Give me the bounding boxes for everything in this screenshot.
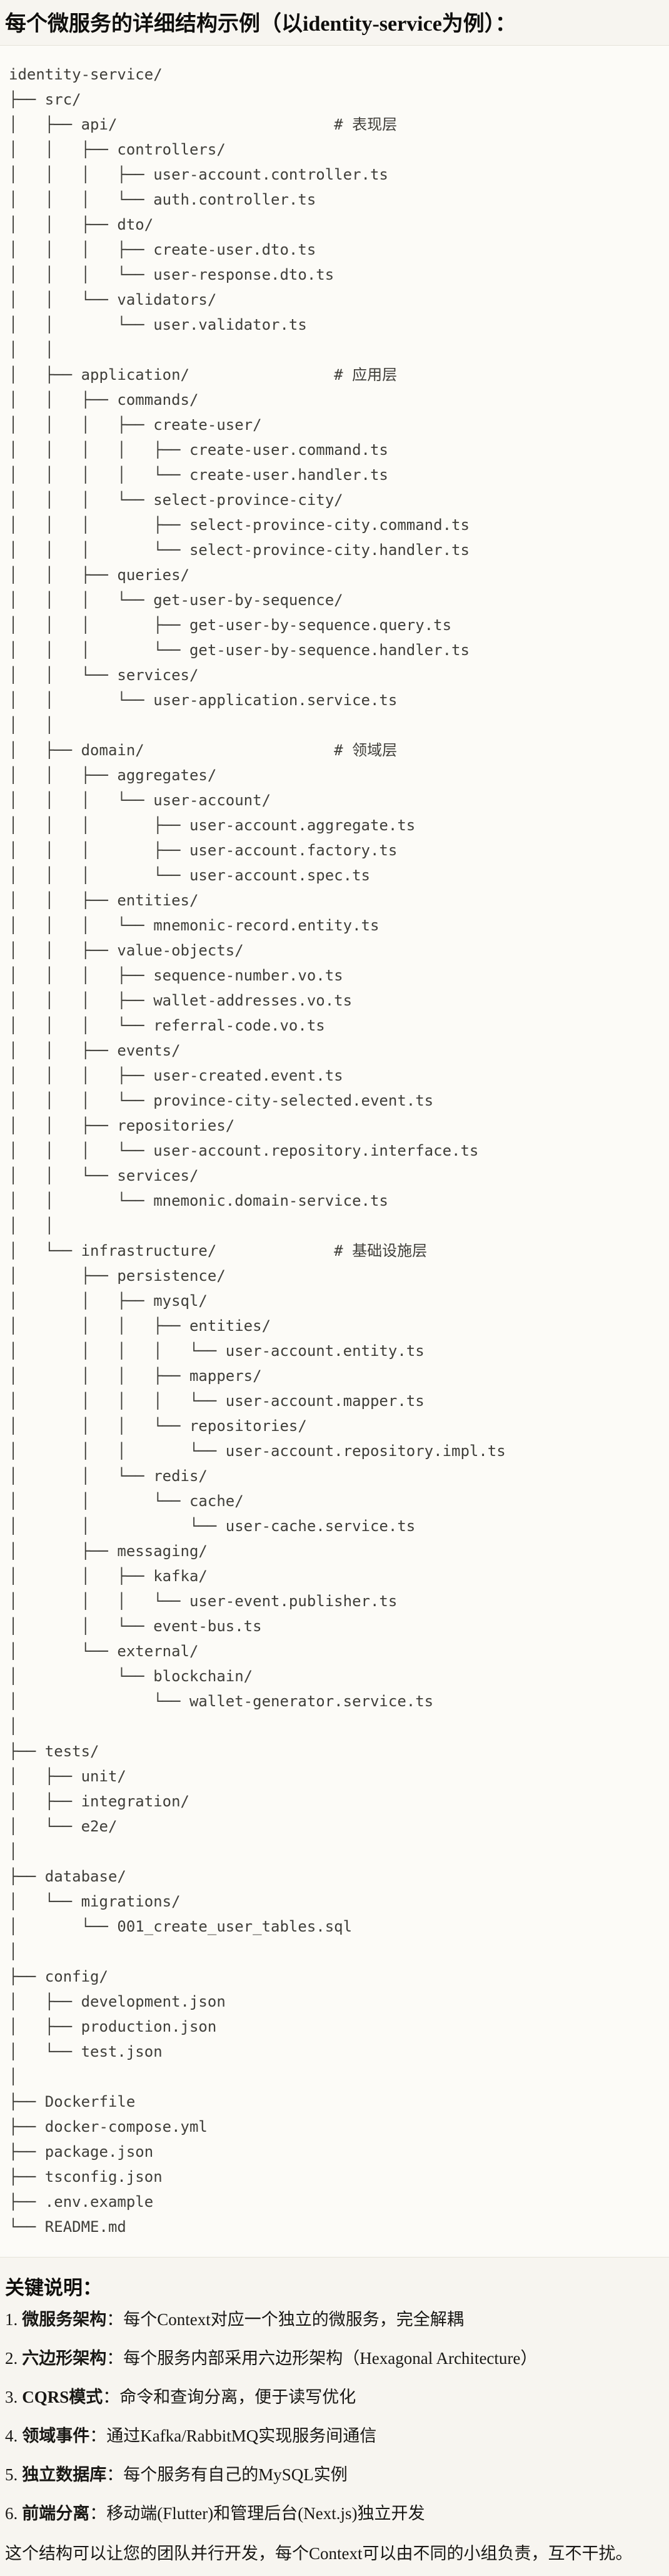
note-description: ：通过Kafka/RabbitMQ实现服务间通信: [89, 2426, 377, 2445]
note-item: 2.六边形架构：每个服务内部采用六边形架构（Hexagonal Architec…: [5, 2349, 663, 2368]
note-description: ：每个服务内部采用六边形架构（Hexagonal Architecture）: [106, 2349, 538, 2368]
closing-paragraph: 这个结构可以让您的团队并行开发，每个Context可以由不同的小组负责，互不干扰…: [5, 2544, 633, 2563]
note-item: 1.微服务架构：每个Context对应一个独立的微服务，完全解耦: [5, 2310, 663, 2329]
note-number: 5.: [5, 2465, 18, 2484]
note-term: 六边形架构: [22, 2349, 107, 2368]
note-description: ：命令和查询分离，便于读写优化: [103, 2388, 356, 2406]
note-number: 6.: [5, 2504, 18, 2523]
note-description: ：移动端(Flutter)和管理后台(Next.js)独立开发: [89, 2504, 425, 2523]
notes-section: 关键说明： 1.微服务架构：每个Context对应一个独立的微服务，完全解耦 2…: [0, 2274, 669, 2564]
note-item: 5.独立数据库：每个服务有自己的MySQL实例: [5, 2465, 663, 2484]
note-term: 领域事件: [22, 2426, 90, 2445]
note-term: 独立数据库: [22, 2465, 107, 2484]
note-item: 4.领域事件：通过Kafka/RabbitMQ实现服务间通信: [5, 2426, 663, 2445]
note-term: 前端分离: [22, 2504, 90, 2523]
note-term: CQRS模式: [22, 2388, 103, 2406]
note-term: 微服务架构: [22, 2310, 107, 2329]
notes-heading: 关键说明：: [5, 2277, 102, 2299]
note-number: 2.: [5, 2349, 18, 2368]
file-tree: identity-service/ ├── src/ │ ├── api/ # …: [9, 66, 506, 2236]
note-number: 1.: [5, 2310, 18, 2329]
note-number: 4.: [5, 2426, 18, 2445]
note-description: ：每个服务有自己的MySQL实例: [106, 2465, 348, 2484]
notes-list: 1.微服务架构：每个Context对应一个独立的微服务，完全解耦 2.六边形架构…: [5, 2310, 663, 2523]
note-item: 3.CQRS模式：命令和查询分离，便于读写优化: [5, 2388, 663, 2406]
page-title: 每个微服务的详细结构示例（以identity-service为例）：: [5, 13, 516, 36]
code-block: identity-service/ ├── src/ │ ├── api/ # …: [0, 45, 669, 2258]
note-description: ：每个Context对应一个独立的微服务，完全解耦: [106, 2310, 464, 2329]
note-number: 3.: [5, 2388, 18, 2406]
note-item: 6.前端分离：移动端(Flutter)和管理后台(Next.js)独立开发: [5, 2504, 663, 2523]
